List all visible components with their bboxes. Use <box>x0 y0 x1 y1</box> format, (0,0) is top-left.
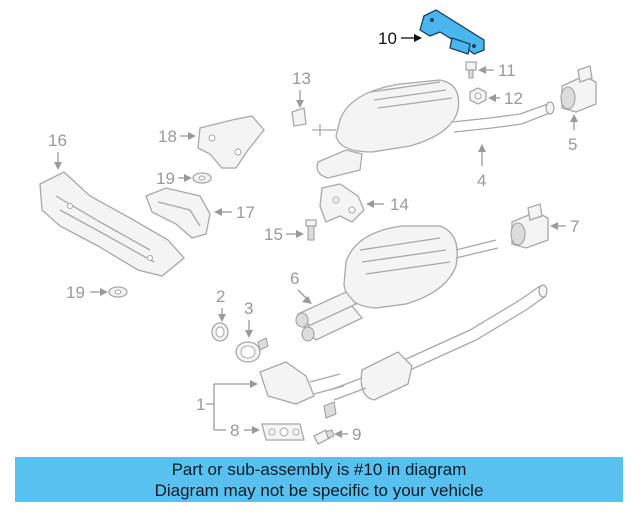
svg-text:6: 6 <box>290 269 299 288</box>
front-pipe[interactable] <box>329 284 548 401</box>
callout-16: 16 <box>48 131 67 170</box>
svg-text:14: 14 <box>390 195 409 214</box>
svg-text:1: 1 <box>196 395 205 414</box>
svg-text:5: 5 <box>568 135 577 154</box>
callout-15: 15 <box>264 225 304 244</box>
rear-muffler[interactable] <box>312 79 460 179</box>
part-12-nut[interactable] <box>469 87 487 105</box>
svg-text:15: 15 <box>264 225 283 244</box>
svg-text:19: 19 <box>156 169 175 188</box>
callout-14: 14 <box>366 195 409 214</box>
callout-5: 5 <box>568 114 578 154</box>
callout-7: 7 <box>550 217 579 236</box>
part-7-clamp[interactable] <box>510 203 549 249</box>
svg-text:16: 16 <box>48 131 67 150</box>
svg-text:10: 10 <box>378 29 397 48</box>
svg-text:13: 13 <box>292 69 311 88</box>
callout-13: 13 <box>292 69 311 108</box>
svg-text:2: 2 <box>216 287 225 306</box>
callout-18: 18 <box>158 127 196 146</box>
catalytic-converter[interactable] <box>259 361 345 419</box>
middle-muffler[interactable] <box>343 225 499 309</box>
part-11-bolt[interactable] <box>465 61 477 79</box>
part-19-grommet-lower[interactable] <box>108 286 128 298</box>
part-6-tailpipes[interactable] <box>295 291 364 342</box>
svg-text:3: 3 <box>244 299 253 318</box>
part-15-bolt[interactable] <box>305 219 317 241</box>
callout-11: 11 <box>478 61 516 80</box>
part-13-rubber-mount[interactable] <box>291 107 307 127</box>
svg-text:4: 4 <box>477 171 486 190</box>
callout-17: 17 <box>214 203 255 222</box>
part-10-bracket[interactable] <box>419 9 485 55</box>
callout-10: 10 <box>378 29 422 48</box>
banner-line-1: Part or sub-assembly is #10 in diagram <box>171 460 467 479</box>
svg-text:8: 8 <box>230 421 239 440</box>
callout-6: 6 <box>290 269 312 304</box>
part-4-tail-pipe[interactable] <box>451 101 555 133</box>
callout-8: 8 <box>214 421 260 440</box>
svg-text:9: 9 <box>352 425 361 444</box>
part-info-banner: Part or sub-assembly is #10 in diagram D… <box>15 457 623 502</box>
svg-text:11: 11 <box>498 61 516 80</box>
svg-text:7: 7 <box>570 217 579 236</box>
part-5-clamp[interactable] <box>560 65 597 113</box>
callout-9: 9 <box>334 425 361 444</box>
callout-19-lower: 19 <box>66 283 108 302</box>
svg-text:12: 12 <box>504 89 523 108</box>
part-17-heat-shield[interactable] <box>145 187 211 239</box>
part-19-grommet-upper[interactable] <box>192 172 212 184</box>
callout-1: 1 <box>196 380 258 430</box>
exhaust-parts-diagram: 10 11 12 13 <box>39 9 597 445</box>
callout-3: 3 <box>244 299 253 338</box>
part-3-clamp[interactable] <box>235 337 269 363</box>
callout-19-upper: 19 <box>156 169 192 188</box>
part-14-bracket[interactable] <box>319 183 365 223</box>
callout-2: 2 <box>216 287 226 322</box>
part-9-sensor[interactable] <box>313 429 335 445</box>
svg-text:19: 19 <box>66 283 85 302</box>
part-16-heat-shield[interactable] <box>39 171 185 277</box>
svg-text:17: 17 <box>236 203 255 222</box>
callout-12: 12 <box>488 89 523 108</box>
callout-4: 4 <box>477 144 486 190</box>
banner-line-2: Diagram may not be specific to your vehi… <box>154 481 484 500</box>
part-2-seal-ring[interactable] <box>211 322 229 342</box>
svg-text:18: 18 <box>158 127 177 146</box>
part-18-bracket[interactable] <box>197 115 265 169</box>
part-8-gasket[interactable] <box>261 423 305 441</box>
